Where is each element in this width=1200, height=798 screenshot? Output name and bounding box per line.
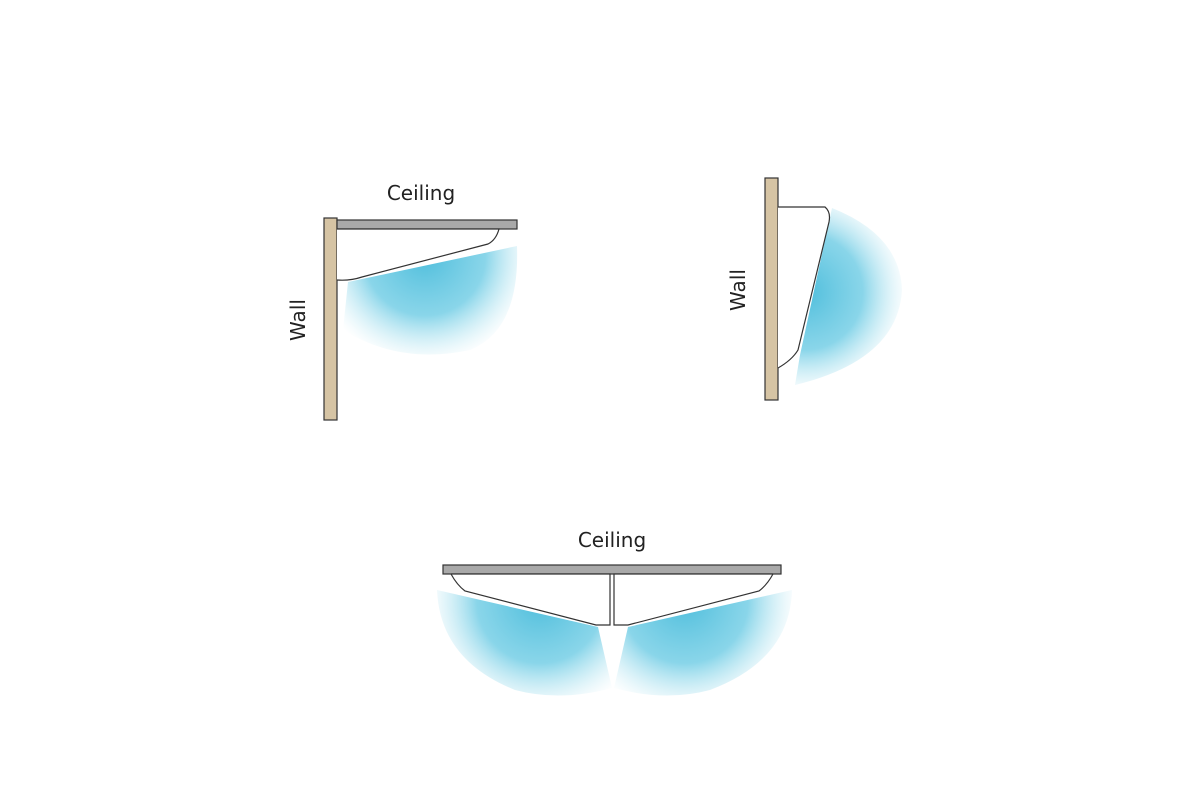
wall bbox=[323, 217, 338, 421]
light-unit bbox=[336, 228, 500, 281]
light-beam-left bbox=[437, 590, 612, 696]
wall-mount-diagram: Wall bbox=[726, 177, 902, 401]
ceiling-mount-diagram: Ceiling bbox=[437, 528, 792, 696]
ceiling bbox=[442, 564, 782, 575]
light-unit bbox=[777, 206, 831, 369]
ceiling bbox=[336, 219, 518, 230]
light-beam-right bbox=[614, 590, 792, 696]
wall-label: Wall bbox=[286, 299, 310, 341]
corner-mount-diagram: Ceiling Wall bbox=[286, 181, 518, 421]
light-beam bbox=[795, 208, 902, 385]
wall-label: Wall bbox=[726, 269, 750, 311]
light-beam bbox=[343, 246, 518, 355]
wall bbox=[764, 177, 779, 401]
ceiling-label: Ceiling bbox=[578, 528, 646, 552]
light-unit-right bbox=[613, 573, 774, 626]
light-unit-left bbox=[450, 573, 611, 626]
ceiling-label: Ceiling bbox=[387, 181, 455, 205]
